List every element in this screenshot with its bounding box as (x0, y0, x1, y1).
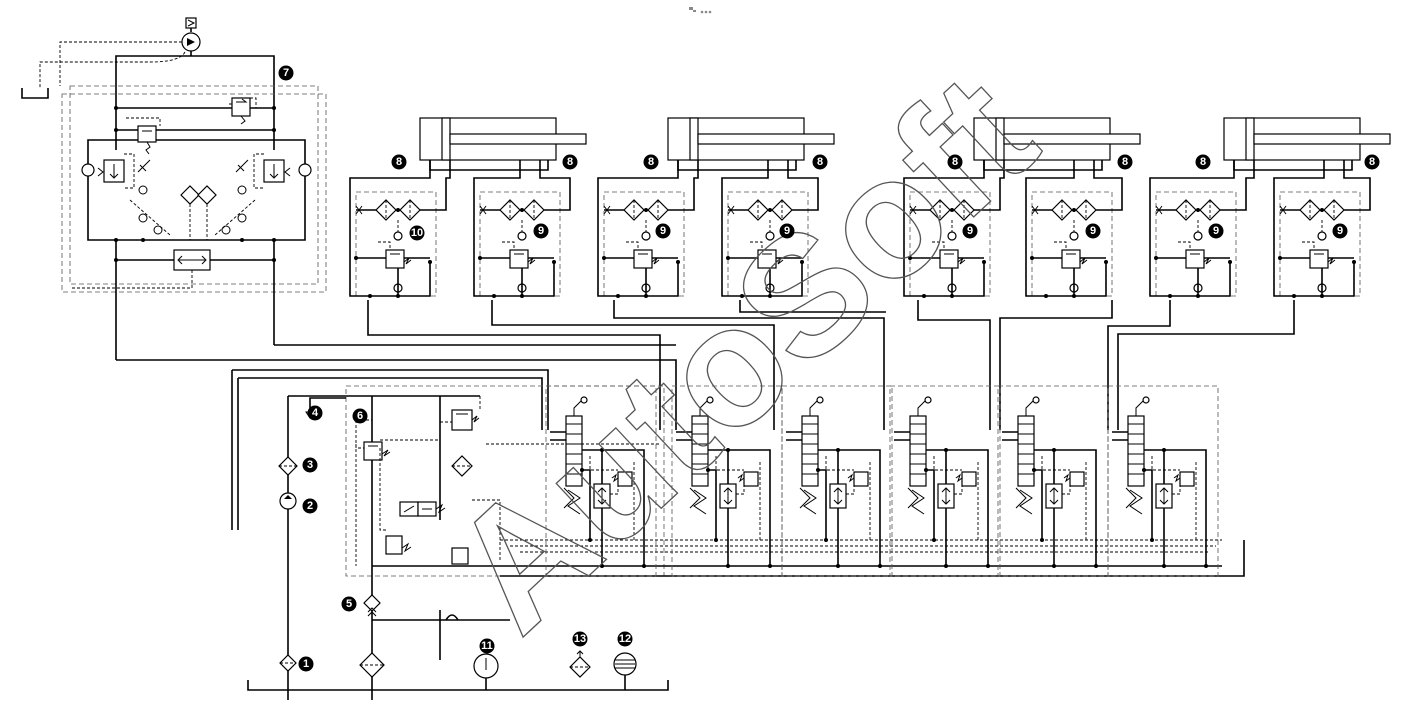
callout-13: 13 (572, 631, 588, 647)
control-valve-section-3 (781, 385, 893, 577)
control-valve-section-4 (889, 385, 1001, 577)
svg-text:8: 8 (567, 156, 573, 168)
hydraulic-cylinder-1 (419, 117, 587, 171)
section-module-6 (1025, 160, 1123, 298)
hydraulic-cylinder-4 (1223, 117, 1391, 171)
callout-7: 7 (278, 65, 294, 81)
svg-text:9: 9 (1090, 225, 1096, 237)
svg-text:11: 11 (481, 640, 493, 652)
section-module-4 (721, 160, 819, 298)
svg-text:13: 13 (574, 633, 586, 645)
svg-text:9: 9 (1213, 225, 1219, 237)
callout-8: 8 (391, 154, 407, 170)
control-valve-section-2 (671, 385, 783, 577)
svg-text:8: 8 (952, 156, 958, 168)
svg-text:9: 9 (538, 225, 544, 237)
callout-12: 12 (617, 631, 633, 647)
callout-8: 8 (562, 154, 578, 170)
callout-2: 2 (302, 498, 318, 514)
section-module-1 (349, 160, 451, 298)
svg-text:6: 6 (357, 410, 363, 422)
callout-8: 8 (812, 154, 828, 170)
section-module-8 (1273, 160, 1371, 298)
svg-text:2: 2 (307, 500, 313, 512)
viewer-dots-icon[interactable] (688, 6, 714, 16)
svg-text:3: 3 (307, 459, 313, 471)
callout-8: 8 (1117, 154, 1133, 170)
section-module-group (349, 160, 1371, 298)
section-module-2 (473, 160, 571, 298)
callout-9: 9 (1208, 223, 1224, 239)
svg-text:9: 9 (784, 225, 790, 237)
svg-text:5: 5 (346, 598, 352, 610)
svg-text:8: 8 (1200, 156, 1206, 168)
svg-text:12: 12 (619, 633, 631, 645)
callout-3: 3 (302, 457, 318, 473)
callout-11: 11 (479, 638, 495, 654)
hydraulic-cylinder-2 (667, 117, 835, 171)
section-module-7 (1149, 160, 1255, 298)
callout-5: 5 (341, 596, 357, 612)
control-valve-group (545, 385, 1219, 577)
svg-text:8: 8 (648, 156, 654, 168)
callout-8: 8 (1364, 154, 1380, 170)
cylinder-group (419, 117, 1391, 171)
svg-text:9: 9 (660, 225, 666, 237)
svg-text:8: 8 (817, 156, 823, 168)
svg-text:10: 10 (411, 227, 423, 239)
hydraulic-cylinder-3 (973, 117, 1141, 171)
callout-9: 9 (655, 223, 671, 239)
svg-text:8: 8 (1122, 156, 1128, 168)
callout-8: 8 (1195, 154, 1211, 170)
callout-9: 9 (779, 223, 795, 239)
main-supply-block (247, 385, 1245, 700)
callout-9: 9 (1085, 223, 1101, 239)
callout-10: 10 (409, 225, 425, 241)
callout-8: 8 (947, 154, 963, 170)
control-valve-section-1 (545, 385, 657, 577)
section-module-5 (903, 160, 1005, 298)
callout-6: 6 (352, 408, 368, 424)
control-valve-section-5 (997, 385, 1109, 577)
callout-4: 4 (307, 405, 323, 421)
svg-text:4: 4 (312, 407, 319, 419)
section-module-3 (597, 160, 699, 298)
svg-text:9: 9 (967, 225, 973, 237)
control-valve-section-6 (1107, 385, 1219, 577)
callout-8: 8 (643, 154, 659, 170)
svg-text:1: 1 (303, 658, 309, 670)
svg-text:7: 7 (283, 67, 289, 79)
interconnect-piping (116, 300, 1295, 530)
callout-1: 1 (298, 656, 314, 672)
svg-text:8: 8 (396, 156, 402, 168)
pilot-pump-unit (21, 17, 327, 360)
callout-9: 9 (962, 223, 978, 239)
callout-9: 9 (1332, 223, 1348, 239)
callout-9: 9 (533, 223, 549, 239)
svg-text:8: 8 (1369, 156, 1375, 168)
svg-text:9: 9 (1337, 225, 1343, 237)
